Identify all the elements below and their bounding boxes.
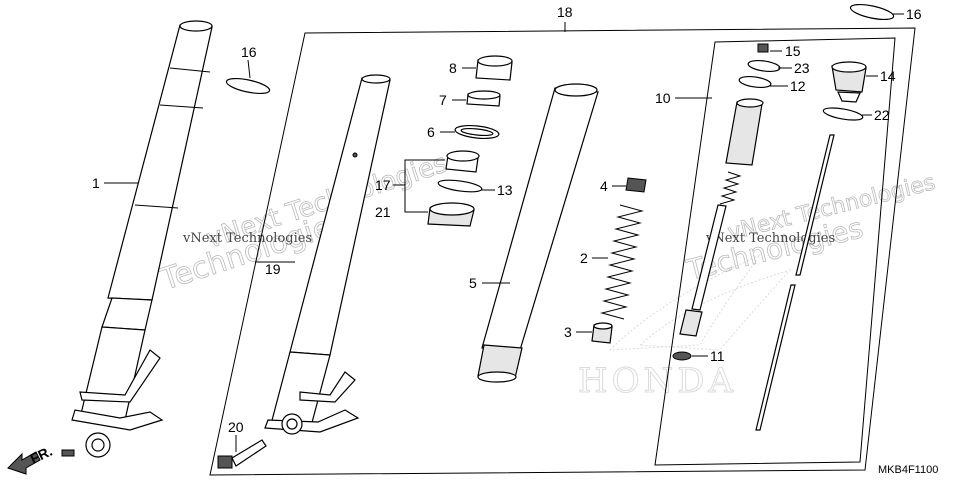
bolt-20 <box>217 439 267 469</box>
watermark-right-text: vNext Technologies <box>705 231 835 246</box>
leader-16-left <box>247 59 251 79</box>
callout-17: 17 <box>375 177 391 193</box>
callout-16-right: 16 <box>906 6 922 22</box>
callout-7: 7 <box>439 92 447 108</box>
callout-23: 23 <box>794 60 810 76</box>
callout-18: 18 <box>557 4 573 20</box>
callout-5: 5 <box>469 275 477 291</box>
callout-21: 21 <box>375 204 391 220</box>
callout-1: 1 <box>92 175 100 191</box>
fork-bolt-14 <box>831 61 867 103</box>
front-direction-label: FR. <box>28 443 55 467</box>
assembly-outline-10 <box>654 37 896 466</box>
callout-6: 6 <box>427 124 435 140</box>
o-ring-16-right <box>849 3 895 21</box>
callout-22: 22 <box>874 107 890 123</box>
watermark-left-text: vNext Technologies <box>182 231 312 246</box>
spacer-3 <box>591 322 613 344</box>
callout-14: 14 <box>880 68 896 84</box>
guide-bushing-7 <box>466 90 501 107</box>
callout-15: 15 <box>785 43 801 59</box>
stopper-ring-13 <box>437 179 483 193</box>
callout-10: 10 <box>655 90 671 106</box>
slide-bushing-8 <box>475 55 513 81</box>
o-ring-23 <box>747 59 781 73</box>
callout-16-left: 16 <box>241 44 257 60</box>
honda-wordmark: HONDA <box>578 361 737 401</box>
assembly-outline-18 <box>209 27 916 476</box>
watermark-left: Technologies vNext Technologies vNext Te… <box>155 148 451 298</box>
slider-tube-5 <box>477 83 599 383</box>
callout-13: 13 <box>497 182 513 198</box>
diagram-code: MKB4F1100 <box>878 464 938 476</box>
fork-spring-2 <box>600 204 644 320</box>
callout-19: 19 <box>265 261 281 277</box>
callout-4: 4 <box>600 178 608 194</box>
callout-8: 8 <box>449 60 457 76</box>
o-ring-12 <box>738 75 772 89</box>
callout-20: 20 <box>228 419 244 435</box>
leader-17-21 <box>404 159 445 213</box>
callout-11: 11 <box>710 348 725 364</box>
callout-2: 2 <box>580 250 588 266</box>
inner-fork-tube <box>264 74 391 435</box>
dust-seal-21 <box>427 202 475 227</box>
o-ring-22 <box>822 107 864 121</box>
honda-wing-logo: HONDA <box>578 253 792 402</box>
callout-12: 12 <box>790 78 806 94</box>
nut-15 <box>757 43 769 53</box>
callout-3: 3 <box>564 324 572 340</box>
front-direction-arrow <box>7 451 41 475</box>
damper-rod <box>755 134 835 431</box>
oil-seal-17 <box>445 150 480 173</box>
outer-fork-tube <box>61 20 213 458</box>
o-ring-16-left <box>225 77 271 95</box>
spring-seat-4 <box>625 177 647 193</box>
damper-cartridge <box>672 98 764 361</box>
